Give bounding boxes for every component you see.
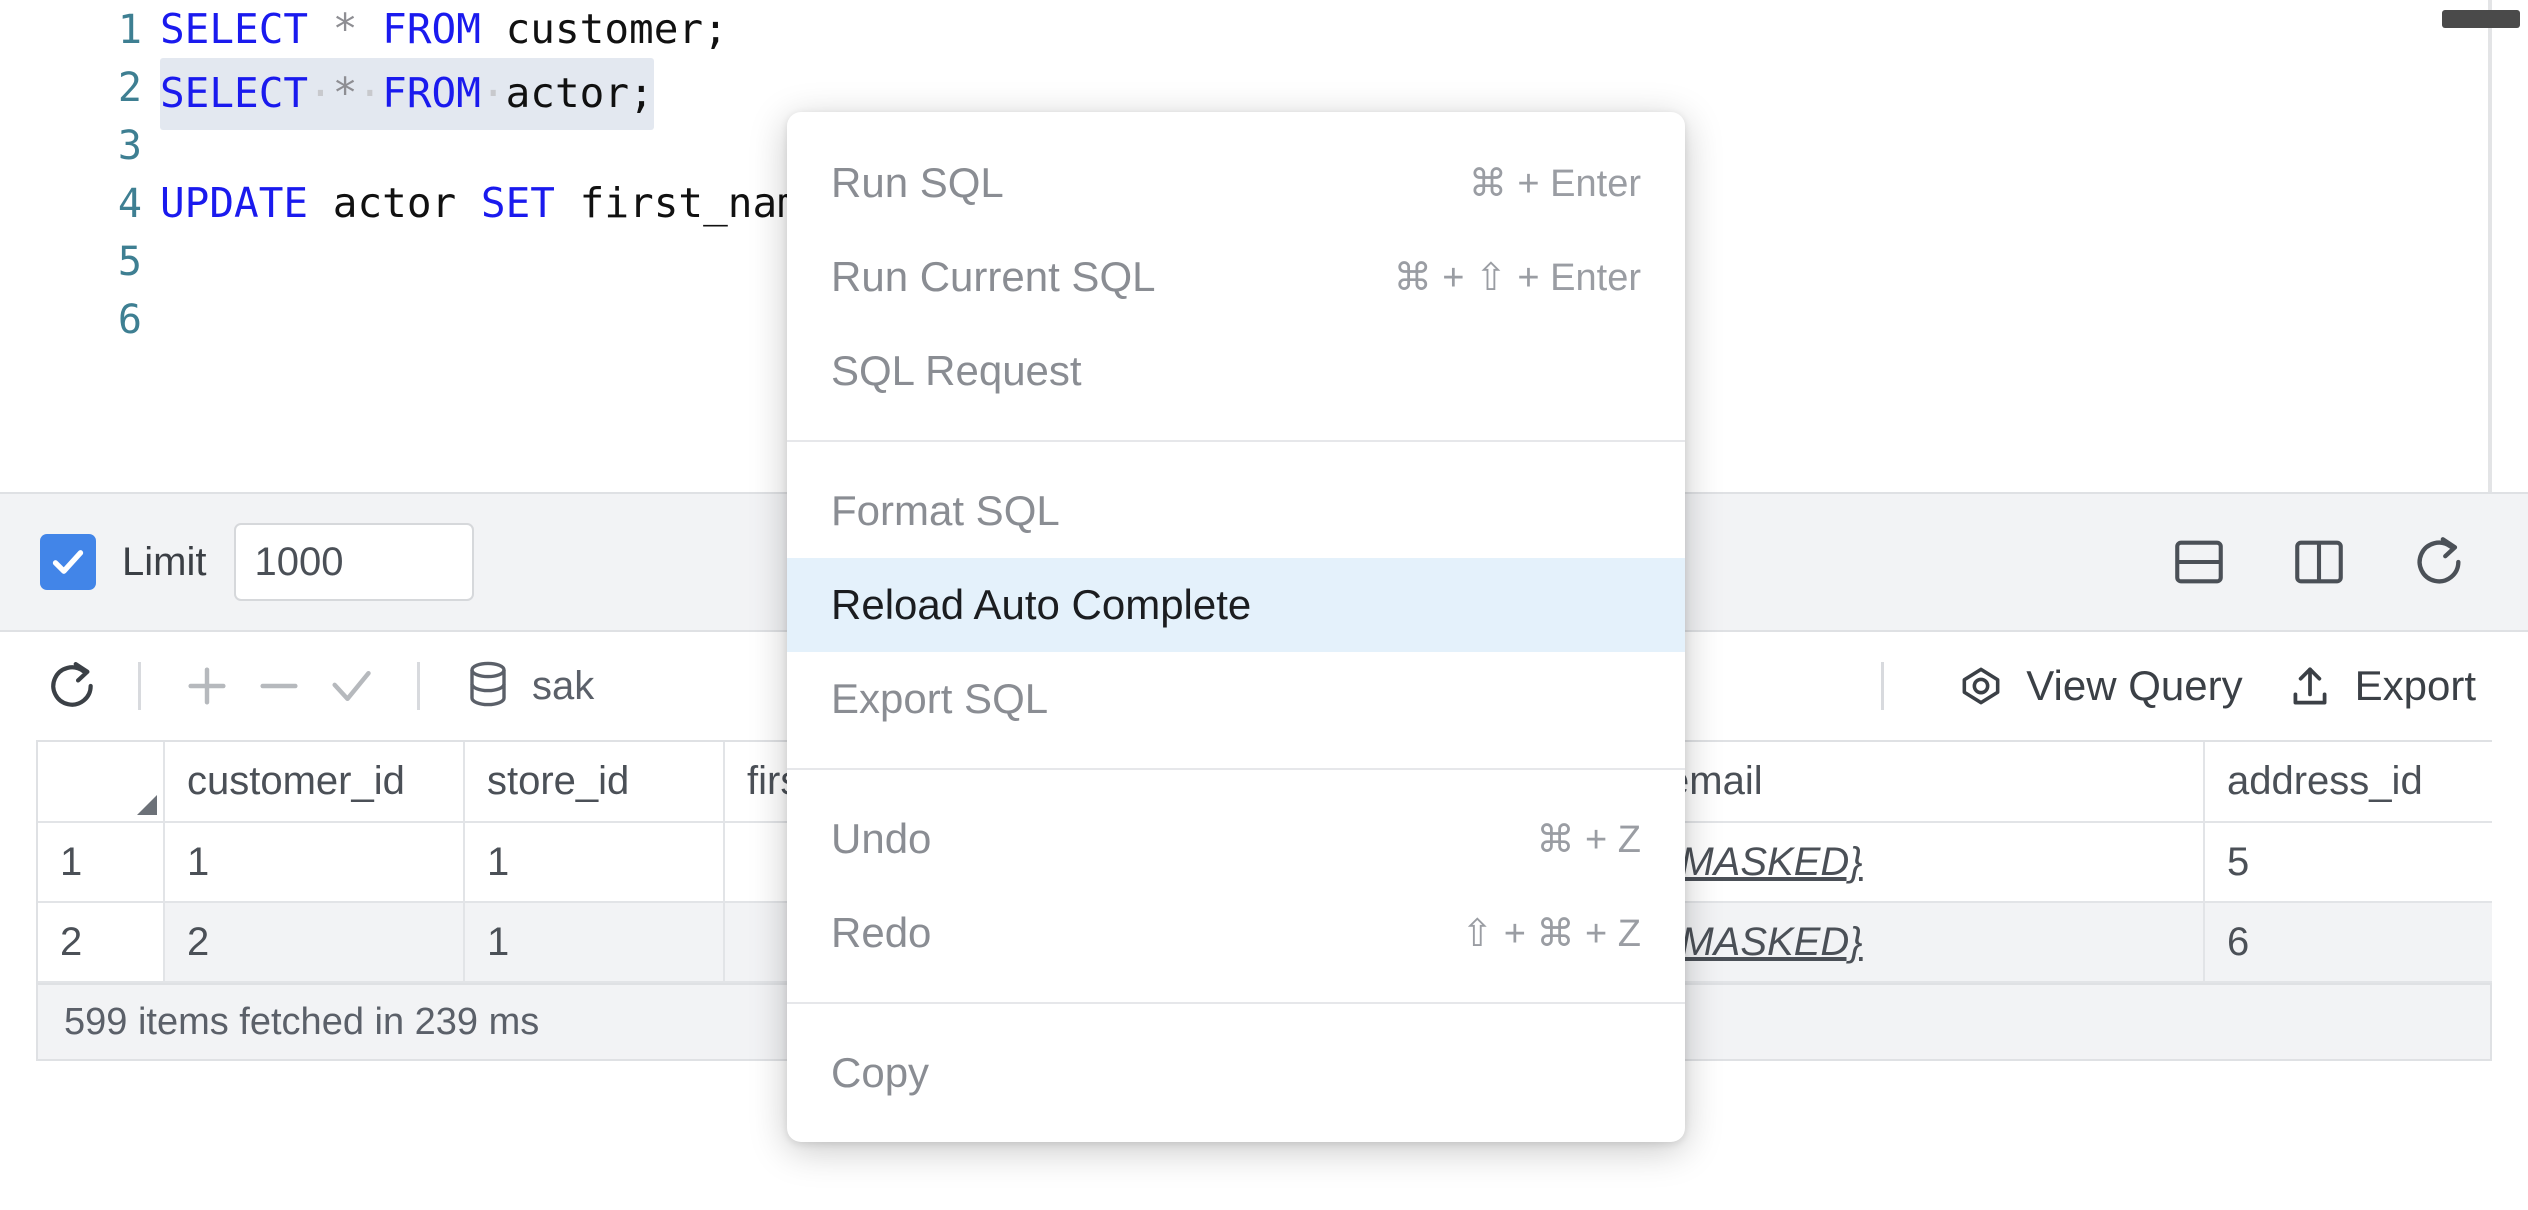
menu-item-export-sql[interactable]: Export SQL	[787, 652, 1685, 746]
cell-customer_id[interactable]: 2	[164, 902, 465, 983]
code-line-6[interactable]: 6	[0, 290, 2488, 348]
split-horizontal-icon[interactable]	[2168, 531, 2230, 593]
code-line-3[interactable]: 3	[0, 116, 2488, 174]
menu-item-label: Export SQL	[831, 675, 1049, 722]
commit-check-icon[interactable]	[315, 650, 387, 722]
remove-row-icon[interactable]	[243, 650, 315, 722]
refresh-icon[interactable]	[2408, 531, 2470, 593]
menu-separator	[787, 1002, 1685, 1004]
line-number-6: 6	[117, 297, 142, 343]
menu-item-run-sql[interactable]: Run SQL ⌘ + Enter	[787, 136, 1685, 230]
cell-address_id[interactable]: 5	[2204, 822, 2492, 903]
menu-item-label: Run SQL	[831, 159, 1004, 206]
menu-separator	[787, 440, 1685, 442]
cell-store_id[interactable]: 1	[464, 822, 725, 903]
code-line-5[interactable]: 5	[0, 232, 2488, 290]
toolbar-divider	[138, 662, 141, 710]
column-header-email[interactable]: email	[1644, 742, 2205, 823]
view-query-label: View Query	[2026, 662, 2243, 709]
row-number-header[interactable]	[38, 742, 165, 823]
menu-item-undo[interactable]: Undo ⌘ + Z	[787, 792, 1685, 886]
toolbar-divider-3	[1881, 662, 1885, 710]
line-number-3: 3	[117, 123, 142, 169]
line-number-4: 4	[117, 181, 142, 227]
masked-value: {MASKED}	[1667, 839, 1863, 884]
cell-customer_id[interactable]: 1	[164, 822, 465, 903]
line-number-5: 5	[117, 239, 142, 285]
eye-icon	[1962, 667, 2000, 705]
menu-group: Copy	[787, 1004, 1685, 1142]
sort-corner-icon	[137, 795, 157, 815]
code-text-2: SELECT·*·FROM·actor;	[160, 58, 654, 130]
menu-item-label: Run Current SQL	[831, 253, 1156, 300]
column-header-customer_id[interactable]: customer_id	[164, 742, 465, 823]
menu-item-label: Copy	[831, 1049, 930, 1096]
grid-toolbar-actions: View Query Export	[1851, 661, 2492, 711]
menu-item-shortcut: ⌘ + Enter	[1468, 162, 1641, 205]
toolbar-divider-2	[417, 662, 420, 710]
menu-item-redo[interactable]: Redo ⇧ + ⌘ + Z	[787, 886, 1685, 980]
status-text: 599 items fetched in 239 ms	[64, 1000, 540, 1043]
row-number-cell[interactable]: 2	[38, 902, 165, 983]
menu-item-shortcut: ⇧ + ⌘ + Z	[1461, 912, 1641, 955]
menu-item-label: Format SQL	[831, 487, 1060, 534]
menu-item-label: Reload Auto Complete	[831, 581, 1252, 628]
limit-label: Limit	[122, 539, 207, 584]
upload-icon	[2293, 667, 2327, 705]
menu-item-run-current-sql[interactable]: Run Current SQL ⌘ + ⇧ + Enter	[787, 230, 1685, 324]
menu-item-sql-request[interactable]: SQL Request	[787, 324, 1685, 418]
cell-email[interactable]: {MASKED}	[1644, 822, 2205, 903]
menu-item-reload-auto-complete[interactable]: Reload Auto Complete	[787, 558, 1685, 652]
row-number-cell[interactable]: 1	[38, 822, 165, 903]
menu-group: Undo ⌘ + Z Redo ⇧ + ⌘ + Z	[787, 770, 1685, 1002]
menu-item-shortcut: ⌘ + ⇧ + Enter	[1393, 256, 1641, 299]
menu-item-label: Redo	[831, 909, 932, 956]
view-query-button[interactable]: View Query	[1956, 661, 2243, 711]
code-line-2[interactable]: 2 SELECT·*·FROM·actor;	[0, 58, 2488, 130]
limit-input[interactable]	[234, 523, 475, 601]
menu-item-format-sql[interactable]: Format SQL	[787, 464, 1685, 558]
masked-value: {MASKED}	[1667, 919, 1863, 964]
database-selector[interactable]: sak	[464, 660, 594, 712]
database-name: sak	[532, 663, 595, 708]
cell-email[interactable]: {MASKED}	[1644, 902, 2205, 983]
menu-item-label: SQL Request	[831, 347, 1082, 394]
column-header-address_id[interactable]: address_id	[2204, 742, 2492, 823]
grid-refresh-icon[interactable]	[36, 650, 108, 722]
code-text-1: SELECT * FROM customer;	[160, 5, 728, 53]
menu-item-copy[interactable]: Copy	[787, 1026, 1685, 1120]
export-label: Export	[2354, 662, 2476, 709]
editor-vertical-scrollbar[interactable]	[2442, 10, 2520, 28]
export-button[interactable]: Export	[2285, 661, 2476, 711]
check-icon	[52, 550, 84, 574]
split-vertical-icon[interactable]	[2288, 531, 2350, 593]
editor-view-icons	[2168, 531, 2488, 593]
database-icon	[470, 661, 506, 707]
menu-separator	[787, 768, 1685, 770]
cell-address_id[interactable]: 6	[2204, 902, 2492, 983]
add-row-icon[interactable]	[171, 650, 243, 722]
menu-item-shortcut: ⌘ + Z	[1536, 818, 1641, 861]
menu-item-label: Undo	[831, 815, 932, 862]
limit-checkbox[interactable]	[40, 534, 96, 590]
line-number-1: 1	[117, 7, 142, 53]
editor-right-strip	[2490, 0, 2528, 492]
code-line-1[interactable]: 1 SELECT * FROM customer;	[0, 0, 2488, 58]
cell-store_id[interactable]: 1	[464, 902, 725, 983]
column-header-store_id[interactable]: store_id	[464, 742, 725, 823]
line-number-2: 2	[117, 65, 142, 111]
